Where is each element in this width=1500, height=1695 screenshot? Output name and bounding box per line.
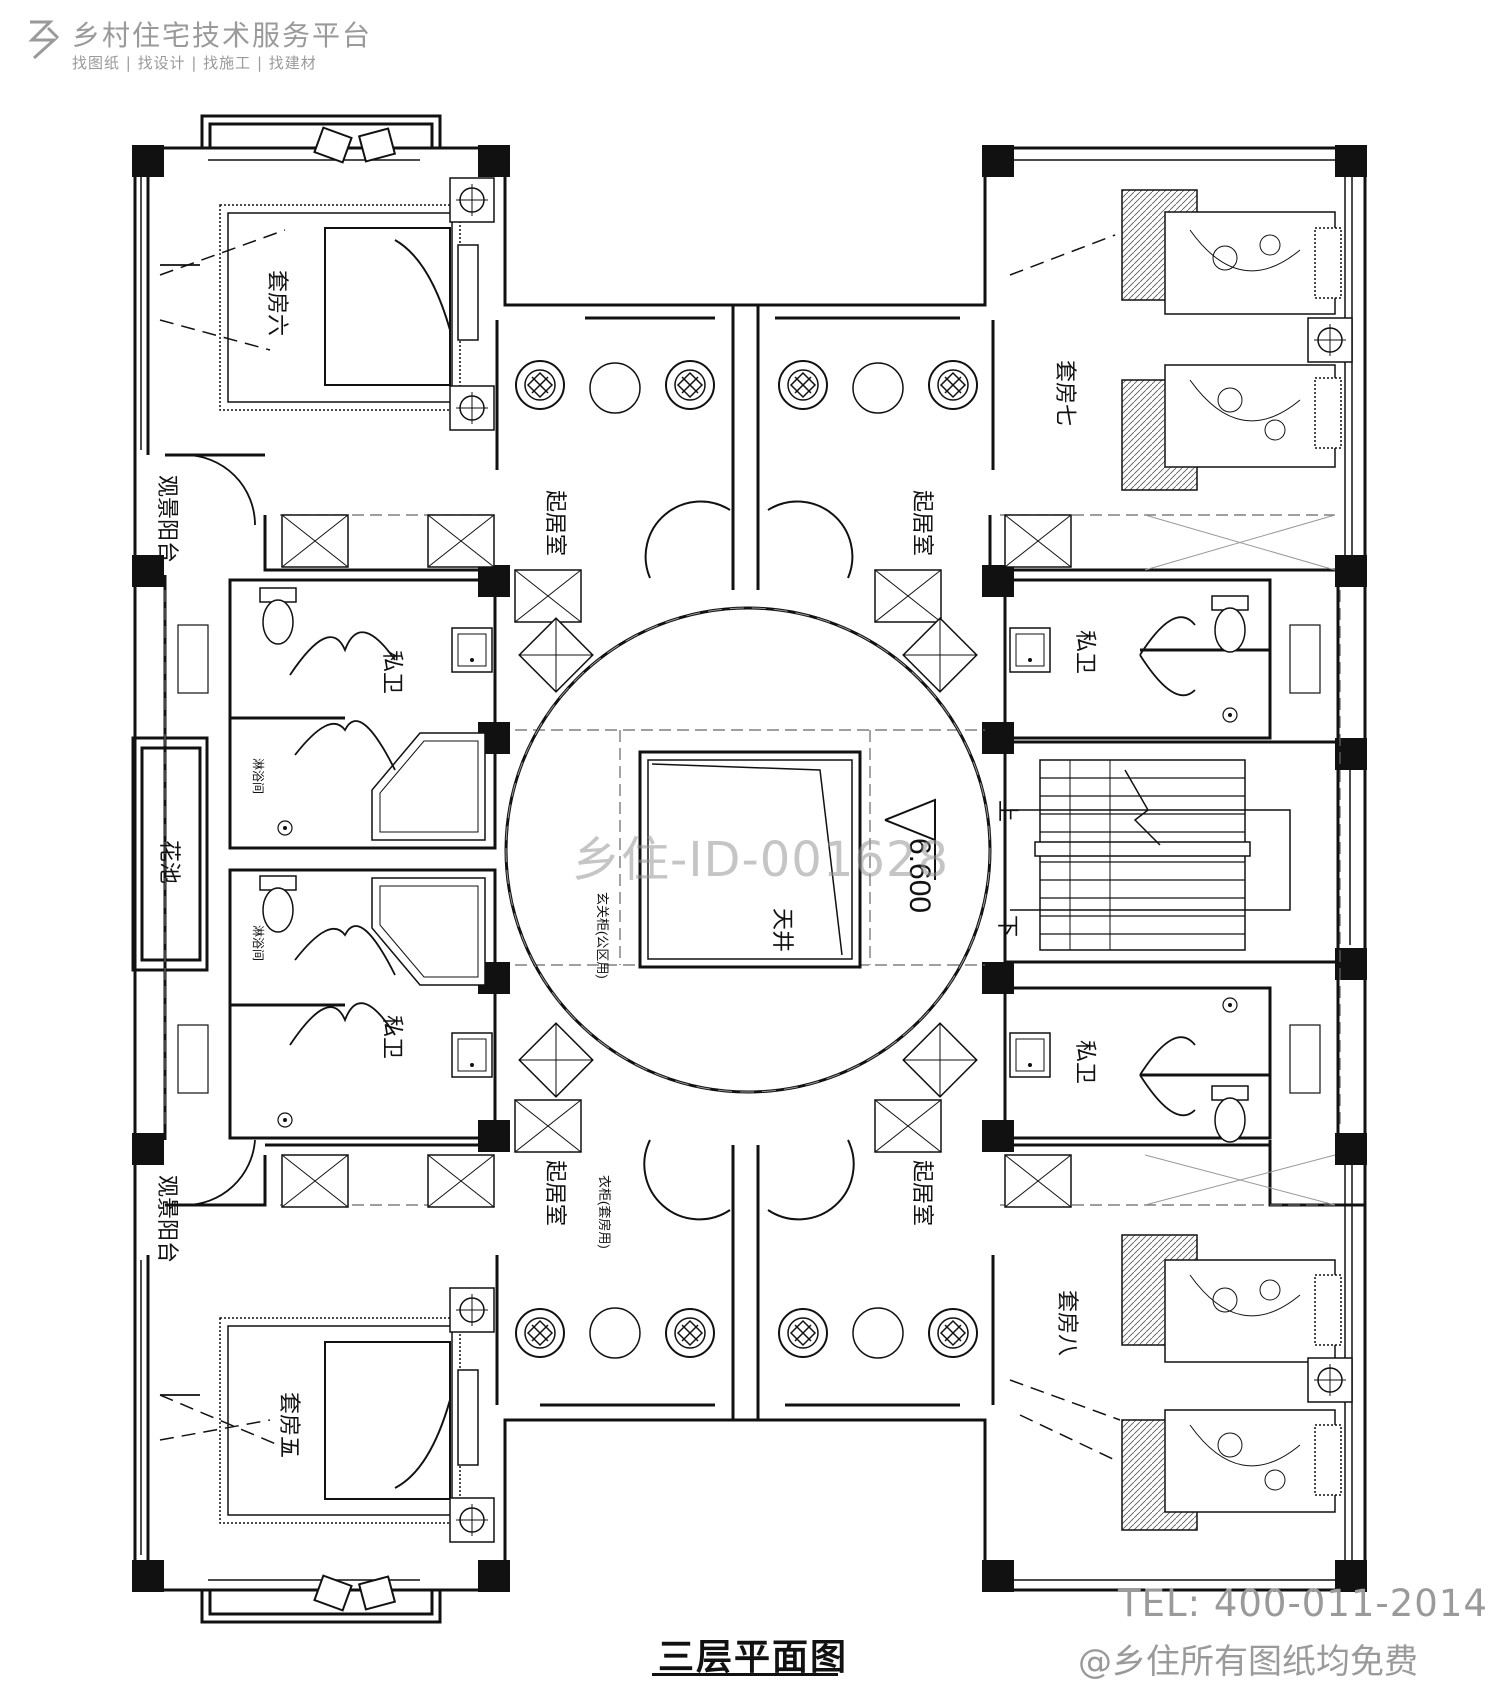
room-label-suite5: 套房五	[277, 1392, 302, 1458]
shower-label-n: 淋浴间	[251, 758, 265, 794]
leader-lines	[159, 229, 1121, 1461]
twin-beds-suite8	[1121, 1234, 1353, 1531]
doors	[160, 264, 256, 1396]
room-label-bath-sw: 私卫	[380, 1015, 405, 1059]
drawing-title: 三层平面图	[658, 1637, 849, 1678]
elevation-marker-icon	[884, 798, 936, 880]
double-bed-suite6	[219, 177, 495, 431]
room-label-living-nw: 起居室	[543, 490, 568, 556]
twin-beds-suite7	[1121, 189, 1353, 491]
brand-logo-icon	[28, 20, 60, 60]
brand-name: 乡村住宅技术服务平台	[72, 19, 373, 52]
contact-tel: TEL: 400-011-2014	[1118, 1582, 1488, 1625]
room-label-balcony-n: 观景阳台	[155, 475, 180, 563]
room-label-atrium: 天井	[770, 908, 795, 952]
stair-down-label: 下	[995, 915, 1020, 937]
brand-slogan: 找图纸 | 找设计 | 找施工 | 找建材	[72, 54, 317, 72]
title-underline	[652, 1673, 838, 1676]
room-label-bath-nw: 私卫	[380, 650, 405, 694]
columns	[132, 145, 1367, 1592]
room-label-suite6: 套房六	[265, 270, 290, 336]
room-label-suite7: 套房七	[1053, 360, 1078, 426]
cabinet-annotation: 玄关柜(公区用)	[595, 892, 610, 979]
free-notice: @乡住所有图纸均免费	[1078, 1642, 1418, 1682]
wardrobe-annotation: 衣柜(套房用)	[597, 1175, 612, 1249]
room-label-living-ne: 起居室	[910, 490, 935, 556]
bath-fixtures	[177, 587, 1321, 1143]
id-watermark: 乡住-ID-001628	[572, 832, 949, 888]
room-label-balcony-s: 观景阳台	[155, 1175, 180, 1263]
room-label-suite8: 套房八	[1055, 1290, 1080, 1356]
stair-up-label: 上	[995, 800, 1020, 822]
room-label-living-sw: 起居室	[543, 1160, 568, 1226]
room-label-bath-ne: 私卫	[1073, 630, 1098, 674]
storage-cabinets	[281, 514, 1336, 1208]
room-label-bath-ne2: 私卫	[1073, 1040, 1098, 1084]
room-label-flower-pool: 花池	[157, 840, 182, 884]
shower-label-s: 淋浴间	[251, 925, 265, 961]
atrium	[504, 500, 992, 1221]
staircase	[1010, 759, 1291, 951]
level-label: 6.600	[903, 838, 936, 913]
balcony-cushions	[313, 126, 397, 1612]
double-bed-suite5	[219, 1287, 495, 1543]
room-label-living-se: 起居室	[910, 1160, 935, 1226]
